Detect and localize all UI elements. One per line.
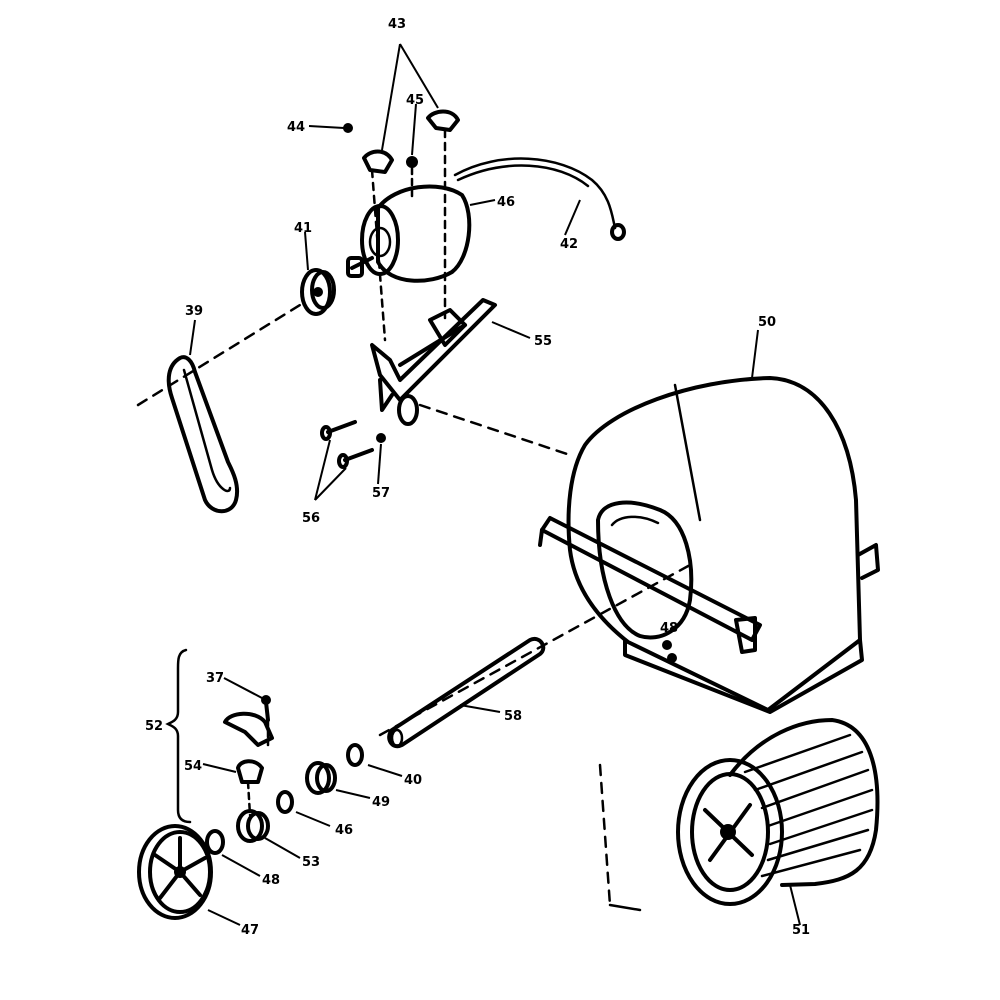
mounting-bolts bbox=[320, 420, 386, 469]
callout-45: 45 bbox=[406, 93, 424, 108]
callout-46-washer: 46 bbox=[335, 823, 353, 838]
blower-shaft bbox=[387, 636, 546, 749]
group-52-bracket bbox=[165, 648, 192, 824]
callout-39: 39 bbox=[185, 304, 203, 319]
callout-41: 41 bbox=[294, 221, 312, 236]
callout-43: 43 bbox=[388, 17, 406, 32]
callout-47: 47 bbox=[241, 923, 259, 938]
callout-37: 37 bbox=[206, 671, 224, 686]
callout-48-housing: 48 bbox=[660, 621, 678, 636]
motor-mount-bracket bbox=[370, 298, 497, 426]
callout-58: 58 bbox=[504, 709, 522, 724]
callout-54: 54 bbox=[184, 759, 202, 774]
blower-pulley bbox=[137, 824, 213, 920]
callout-53: 53 bbox=[302, 855, 320, 870]
callout-56: 56 bbox=[302, 511, 320, 526]
drive-belt bbox=[166, 355, 239, 514]
callout-40: 40 bbox=[404, 773, 422, 788]
shaft-hardware bbox=[205, 695, 364, 855]
callout-48-lower: 48 bbox=[262, 873, 280, 888]
callout-52: 52 bbox=[145, 719, 163, 734]
callout-42: 42 bbox=[560, 237, 578, 252]
callout-49: 49 bbox=[372, 795, 390, 810]
callout-55: 55 bbox=[534, 334, 552, 349]
blower-wheel bbox=[676, 718, 880, 906]
motor-pulley bbox=[300, 268, 336, 316]
callout-46-motor: 46 bbox=[497, 195, 515, 210]
callout-50: 50 bbox=[758, 315, 776, 330]
blower-motor bbox=[346, 157, 626, 283]
center-axis bbox=[136, 303, 692, 912]
callout-44: 44 bbox=[287, 120, 305, 135]
motor-clamps bbox=[343, 109, 460, 342]
callout-51: 51 bbox=[792, 923, 810, 938]
blower-housing bbox=[538, 376, 880, 714]
callout-labels: 43 44 45 41 46 42 39 55 50 57 56 37 52 5… bbox=[145, 17, 810, 938]
callout-57: 57 bbox=[372, 486, 390, 501]
leader-lines bbox=[189, 43, 801, 926]
